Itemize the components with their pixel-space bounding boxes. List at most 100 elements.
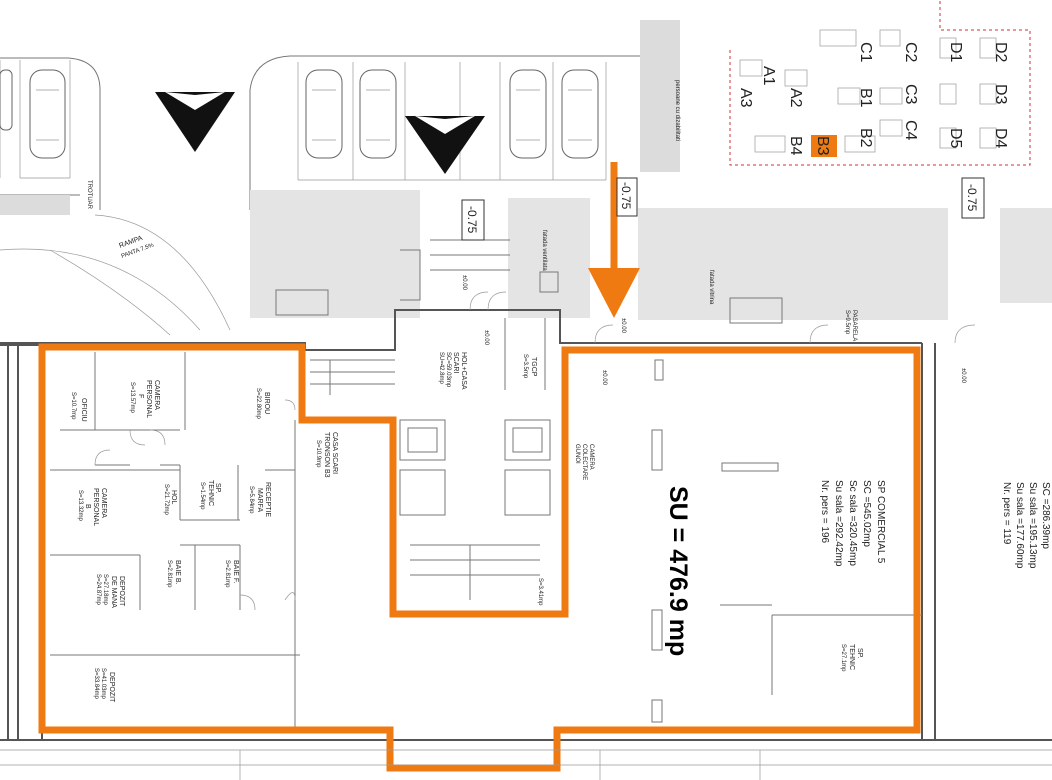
- gray-block-1: [640, 20, 680, 172]
- level-label: ±0.00: [601, 370, 607, 386]
- commercial-line-5: Nr. pers = 196: [819, 480, 830, 544]
- room-name-sp-tehnic-small: SP.: [214, 483, 221, 493]
- pasarela-label: PASARELA: [851, 310, 857, 341]
- room-area-receptie-marfa: S=5.84mp: [248, 486, 254, 514]
- facade-glass-label: fatada vitrina: [708, 270, 714, 305]
- room-name-depozit: DEPOZIT: [108, 672, 115, 703]
- room-name-hol: HOL: [170, 490, 177, 505]
- level-label: -0.75: [965, 184, 979, 212]
- room-name-camera-gunoi: CAMERA: [588, 444, 594, 470]
- parking-label-d3: D3: [992, 84, 1009, 105]
- parking-label-d4: D4: [992, 128, 1009, 149]
- room-name-camera-personal-f: CAMERA: [153, 380, 160, 410]
- level-label: ±0.00: [461, 275, 467, 291]
- parking-label-a1: A1: [760, 66, 777, 86]
- room-name-casa-scari: CASA SCARI: [331, 432, 338, 474]
- parking-label-d5: D5: [947, 128, 964, 149]
- cars: [0, 69, 599, 159]
- direction-arrow-icon: [155, 92, 235, 152]
- room-name-depozit-de-mana: DEPOZIT: [118, 576, 125, 607]
- curb-left: [0, 57, 101, 210]
- room-name-camera-personal-b: CAMERA: [100, 488, 107, 518]
- level-label: -0.75: [619, 182, 633, 210]
- facade-strip: [0, 749, 1052, 780]
- parking-label-d2: D2: [992, 42, 1009, 63]
- parking-label-b1: B1: [857, 88, 874, 108]
- svg-text:PERSONAL: PERSONAL: [145, 380, 152, 418]
- commercial-info: SU = 476.9 mp SP COMERCIAL 5 SC =545.02m…: [664, 480, 1051, 656]
- level-label: ±0.00: [620, 318, 626, 334]
- room-area-birou: S=22.80mp: [255, 388, 261, 420]
- room-name-tgcp: TGCP: [530, 357, 537, 377]
- parking-plan: C1 D1 D2 A1 C2 A2 A3 B1 C3 D3 B4 B3 B2 C…: [729, 0, 1031, 166]
- commercial-line-2: SC =545.02mp: [861, 480, 872, 547]
- trotuar-label: TROTUAR: [86, 180, 92, 210]
- parking-label-b2: B2: [857, 128, 874, 148]
- svg-text:DE MANA: DE MANA: [110, 576, 117, 608]
- svg-text:COLECTARE: COLECTARE: [581, 444, 587, 480]
- svg-text:B: B: [84, 504, 91, 509]
- car-icon: [0, 69, 13, 131]
- parking-b3-highlight: [811, 135, 837, 157]
- parking-label-c4: C4: [902, 120, 919, 141]
- room-name-baie-f: BAIE F.: [232, 560, 239, 583]
- room-name-hol-casa-scari: HOL+CASA: [460, 352, 467, 390]
- car-icon: [509, 69, 547, 159]
- svg-text:S=24.87mp: S=24.87mp: [95, 574, 101, 606]
- entry-arrow-icon: [588, 162, 640, 318]
- parking-label-b4: B4: [787, 136, 804, 156]
- svg-text:S=33.84mp: S=33.84mp: [93, 668, 99, 700]
- paved-area: [250, 190, 420, 318]
- parking-label-a3: A3: [737, 88, 754, 108]
- parking-label-c2: C2: [902, 42, 919, 63]
- commercial-line-1: SP COMERCIAL 5: [875, 480, 886, 564]
- room-area-depozit-de-mana: S=27.18mp: [102, 574, 108, 606]
- svg-text:SCARI: SCARI: [452, 352, 459, 373]
- commercial-unit-outline: [38, 343, 921, 772]
- car-icon: [561, 69, 599, 159]
- svg-text:TEHNIC: TEHNIC: [848, 644, 855, 670]
- car-icon: [305, 69, 343, 159]
- room-name-birou: BIROU: [263, 392, 270, 414]
- room-area-oficiu: S=10.7mp: [70, 392, 76, 420]
- level-label: ±0.00: [960, 368, 966, 384]
- parking-label-b3: B3: [814, 136, 831, 156]
- room-area-tgcp: S=3.5mp: [522, 354, 528, 379]
- room-area-sp-tehnic-small: S=1.54mp: [199, 482, 205, 510]
- level-label: -0.75: [465, 206, 479, 234]
- site-upper: [0, 20, 1052, 336]
- room-area-sp-tehnic: S=27.1mp: [840, 644, 846, 672]
- parking-label-d1: D1: [947, 42, 964, 63]
- room-name-oficiu: OFICIU: [80, 398, 87, 422]
- commercial-line-3: Sc sala =320.45mp: [847, 480, 858, 566]
- car-icon: [359, 69, 397, 159]
- neighbor-line-2: Su sala =195.13mp: [1027, 482, 1038, 569]
- su-total-label: SU = 476.9 mp: [664, 486, 692, 656]
- room-area-baie-b: S=2.81mp: [166, 560, 172, 588]
- planter: [275, 289, 329, 316]
- building-walls: [0, 239, 1052, 741]
- svg-text:F: F: [137, 394, 144, 398]
- parking-label-c3: C3: [902, 84, 919, 105]
- car-icon: [29, 69, 66, 159]
- parking-note-label: persoane cu dizabilitati: [674, 80, 680, 141]
- svg-text:SU=42.8mp: SU=42.8mp: [438, 352, 444, 385]
- level-label: ±0.00: [483, 330, 489, 346]
- svg-text:TEHNIC: TEHNIC: [207, 480, 214, 506]
- room-labels: OFICIU S=10.7mp CAMERA PERSONAL F S=13.5…: [70, 352, 863, 703]
- parking-label-c1: C1: [857, 42, 874, 63]
- room-name-baie-b: BAIE B.: [174, 560, 181, 585]
- direction-arrow-icon: [405, 116, 485, 174]
- room-area-depozit: S=41.03mp: [100, 668, 106, 700]
- gray-block-2: [638, 208, 948, 320]
- room-area-hol: S=21.72mp: [163, 484, 169, 516]
- svg-text:MARFA: MARFA: [256, 488, 263, 512]
- room-name-receptie-marfa: RECEPTIE: [264, 482, 271, 517]
- svg-text:GUNOI: GUNOI: [574, 444, 580, 464]
- level-markers: -0.75 -0.75 -0.75 ±0.00 ±0.00 ±0.00 ±0.0…: [461, 177, 985, 386]
- room-area-lift: S=3.41mp: [537, 578, 543, 606]
- room-area-hol-casa-scari: SC=59.03mp: [445, 352, 451, 388]
- commercial-line-4: Su sala =292.42mp: [833, 480, 844, 567]
- neighbor-line-4: Nr. pers = 119: [1001, 482, 1012, 545]
